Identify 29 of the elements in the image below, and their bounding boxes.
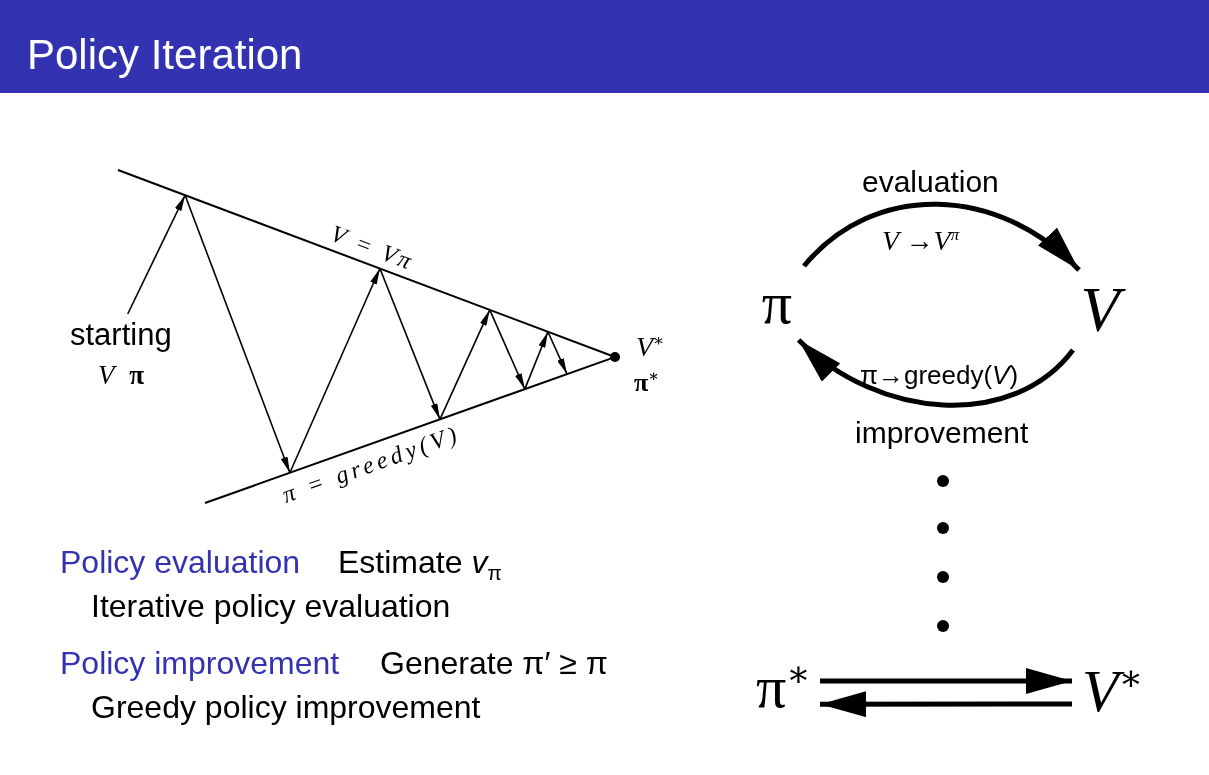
arrow bbox=[524, 330, 549, 390]
definition-text: Generate π′ ≥ π bbox=[380, 645, 608, 682]
arrow bbox=[820, 668, 1072, 694]
arrow bbox=[796, 338, 1075, 408]
point-label: V$^{∗}$ bbox=[636, 331, 665, 363]
annotation-formula: V π bbox=[98, 360, 145, 391]
arrow bbox=[802, 201, 1081, 272]
arrow bbox=[289, 267, 381, 474]
annotation-text: starting bbox=[70, 317, 172, 353]
math-symbol: π bbox=[750, 266, 804, 340]
sub-item-text: Greedy policy improvement bbox=[91, 689, 481, 726]
math-symbol: V bbox=[1070, 270, 1130, 350]
arrow bbox=[488, 309, 526, 390]
edge-formula: V →V$^{π}$ bbox=[882, 225, 960, 257]
definition-term: Policy evaluation bbox=[60, 544, 301, 581]
math-symbol: π$^{∗}$ bbox=[750, 654, 820, 720]
arrow bbox=[184, 194, 291, 474]
arrow bbox=[820, 691, 1072, 718]
math-symbol: V$^{∗}$ bbox=[1072, 656, 1156, 726]
slide-title: Policy Iteration bbox=[27, 31, 303, 79]
line-label: V = Vπ bbox=[326, 220, 418, 277]
edge-formula: π→greedy(V) bbox=[860, 360, 1019, 391]
definition-term: Policy improvement bbox=[60, 645, 340, 682]
arrow bbox=[379, 267, 441, 421]
definition-text: Estimate v$_{π}$ bbox=[338, 544, 502, 581]
sub-item-text: Iterative policy evaluation bbox=[91, 588, 451, 625]
point-label: π$^{∗}$ bbox=[634, 368, 660, 398]
arrow bbox=[126, 194, 186, 315]
convergence-dot bbox=[610, 352, 620, 362]
